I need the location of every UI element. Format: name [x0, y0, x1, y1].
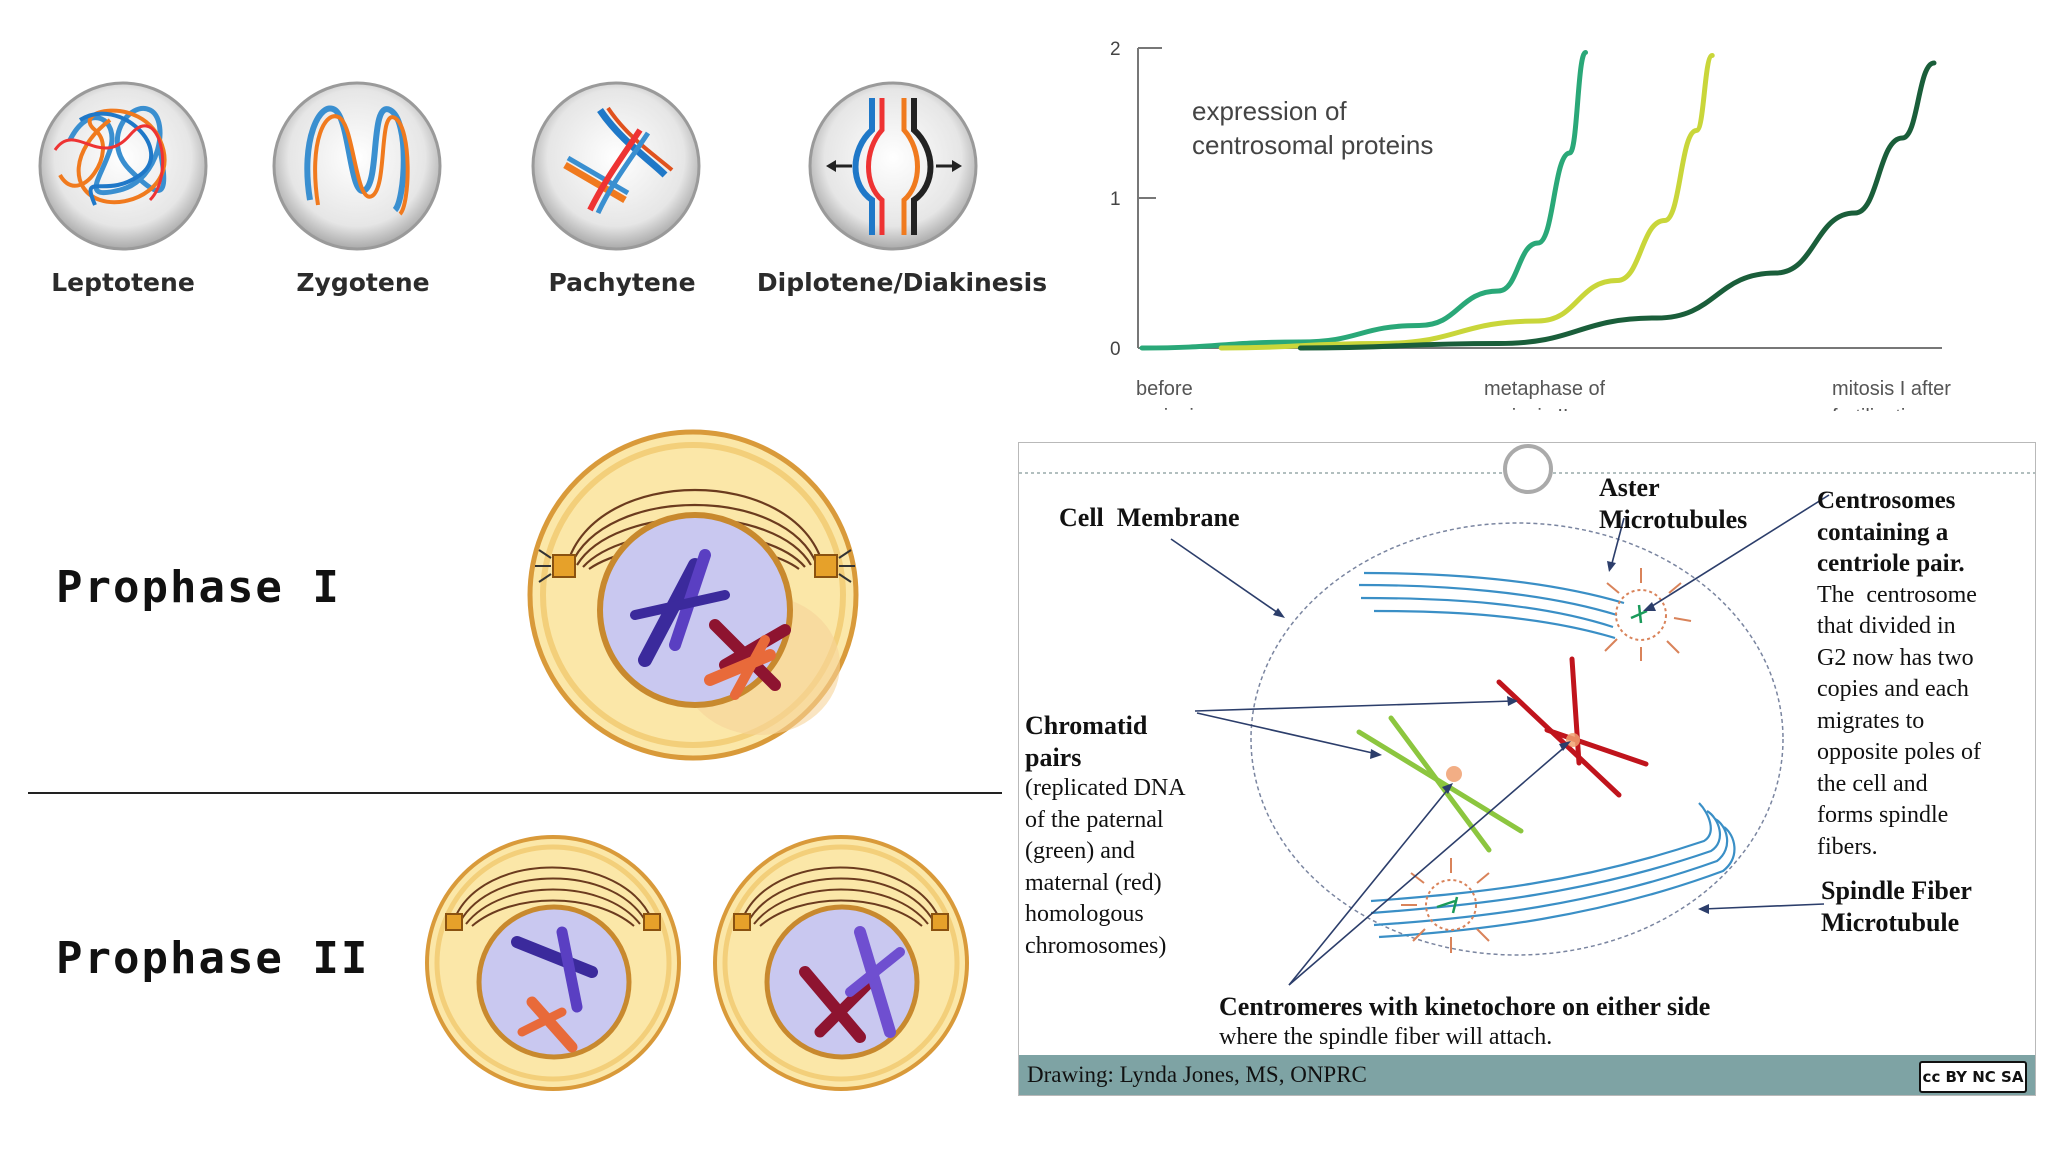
centromeres-rest-line: where the spindle fiber will attach.: [1219, 1024, 1553, 1050]
aster-line1: Aster: [1599, 473, 1660, 502]
y-tick-label-1: 1: [1110, 189, 1121, 210]
x-tick-0-line2: meiosis: [1136, 403, 1204, 411]
meiosis-stages-illustration: [38, 81, 978, 251]
chromatid-desc-3: (green) and: [1025, 838, 1135, 864]
chromatid-desc-6: chromosomes): [1025, 932, 1167, 959]
centrosomes-title-3: centriole pair.: [1817, 550, 1965, 577]
upper-aster: [1604, 568, 1692, 661]
chart-annotation-line1: expression of: [1192, 96, 1347, 126]
spindle-line2: Microtubule: [1821, 907, 1960, 937]
leptotene-cell: [38, 81, 208, 251]
prophase-one-centrosome-left: [535, 549, 576, 583]
centrosomes-title-1: Centrosomes: [1817, 487, 1956, 514]
stage-label-zygotene: Zygotene: [296, 268, 430, 297]
aster-line2: Microtubules: [1599, 505, 1748, 534]
attribution-footer: Drawing: Lynda Jones, MS, ONPRC cc BY NC…: [1019, 1055, 2035, 1095]
pachytene-cell: [531, 81, 701, 251]
stage-label-pachytene: Pachytene: [548, 268, 696, 297]
centrosomes-desc-7: the cell and: [1817, 770, 1928, 797]
centrosomes-desc-3: G2 now has two: [1817, 644, 1974, 671]
series-line-1: [1218, 53, 1715, 351]
series-line-0: [1139, 50, 1589, 351]
prophase-one-centrosome-right: [814, 549, 855, 583]
creative-commons-badge[interactable]: cc BY NC SA: [1919, 1061, 2027, 1093]
x-tick-1-line2: meiosis II: [1484, 403, 1605, 411]
x-tick-1-line1: metaphase of: [1484, 378, 1606, 400]
aster-microtubules-label: Aster Microtubules: [1599, 472, 1747, 536]
prophase-two-cell-left: [425, 835, 681, 1091]
x-tick-label-0: before meiosis: [1136, 375, 1204, 411]
chromatid-pairs-label: Chromatid pairs (replicated DNA of the p…: [1025, 710, 1186, 962]
chart-annotation-line2: centrosomal proteins: [1192, 130, 1433, 160]
centrosome-diagram-panel: Cell Membrane Aster Microtubules Centros…: [1018, 442, 2036, 1096]
y-tick-label-0: 0: [1110, 339, 1121, 360]
chromatid-title-2: pairs: [1025, 742, 1082, 772]
centromeres-bold-line: Centromeres with kinetochore on either s…: [1219, 992, 1711, 1021]
cell-membrane-outline: [1250, 522, 1784, 956]
lower-aster: [1401, 858, 1490, 953]
prophase-two-label: Prophase II: [56, 933, 370, 984]
centrosomes-label: Centrosomes containing a centriole pair.…: [1817, 485, 1981, 863]
chromatid-desc-4: maternal (red): [1025, 869, 1162, 896]
spindle-fiber-label: Spindle Fiber Microtubule: [1821, 875, 1972, 938]
diplotene-cell: [808, 81, 978, 251]
centrosomes-desc-5: migrates to: [1817, 707, 1925, 734]
spindle-line1: Spindle Fiber: [1821, 876, 1972, 905]
prophase-one-cell: [527, 429, 859, 761]
paternal-chromatid-pair: [1356, 715, 1524, 853]
chromatid-title-1: Chromatid: [1025, 711, 1148, 740]
centromeres-label: Centromeres with kinetochore on either s…: [1219, 991, 1710, 1053]
centrosomes-desc-8: forms spindle: [1817, 802, 1949, 828]
stage-label-diplotene: Diplotene/Diakinesis: [756, 268, 1048, 297]
zygotene-cell: [272, 81, 442, 251]
chromatid-desc-1: (replicated DNA: [1025, 775, 1186, 801]
centrosomal-expression-chart: 0 1 2 expression of centrosomal proteins: [1110, 39, 1942, 360]
x-tick-0-line1: before: [1136, 378, 1193, 400]
chromatid-desc-5: homologous: [1025, 901, 1144, 927]
centrosomes-desc-9: fibers.: [1817, 833, 1878, 860]
centrosomes-title-2: containing a: [1817, 518, 1949, 546]
series-line-2: [1297, 60, 1937, 351]
x-tick-label-1: metaphase of meiosis II: [1484, 375, 1605, 411]
x-tick-label-2: mitosis I after fertilisation: [1832, 375, 1951, 411]
centrosomes-desc-6: opposite poles of: [1817, 739, 1981, 765]
centrosomes-desc-1: The centrosome: [1817, 581, 1977, 608]
chromatid-desc-2: of the paternal: [1025, 806, 1164, 833]
centrosomes-desc-2: that divided in: [1817, 613, 1956, 639]
attribution-text: Drawing: Lynda Jones, MS, ONPRC: [1027, 1062, 1367, 1087]
prophase-two-cell-right: [713, 835, 969, 1091]
cell-drawing: [1019, 444, 2035, 986]
x-tick-2-line1: mitosis I after: [1832, 378, 1951, 400]
y-tick-label-2: 2: [1110, 39, 1121, 60]
cell-membrane-label: Cell Membrane: [1059, 503, 1240, 532]
divider-line: [28, 792, 1002, 794]
maternal-chromatid-pair: [1496, 656, 1649, 798]
centrosomes-desc-4: copies and each: [1817, 676, 1969, 702]
prophase-one-label: Prophase I: [56, 562, 341, 613]
stage-label-leptotene: Leptotene: [51, 268, 195, 297]
x-tick-2-line2: fertilisation: [1832, 403, 1951, 411]
